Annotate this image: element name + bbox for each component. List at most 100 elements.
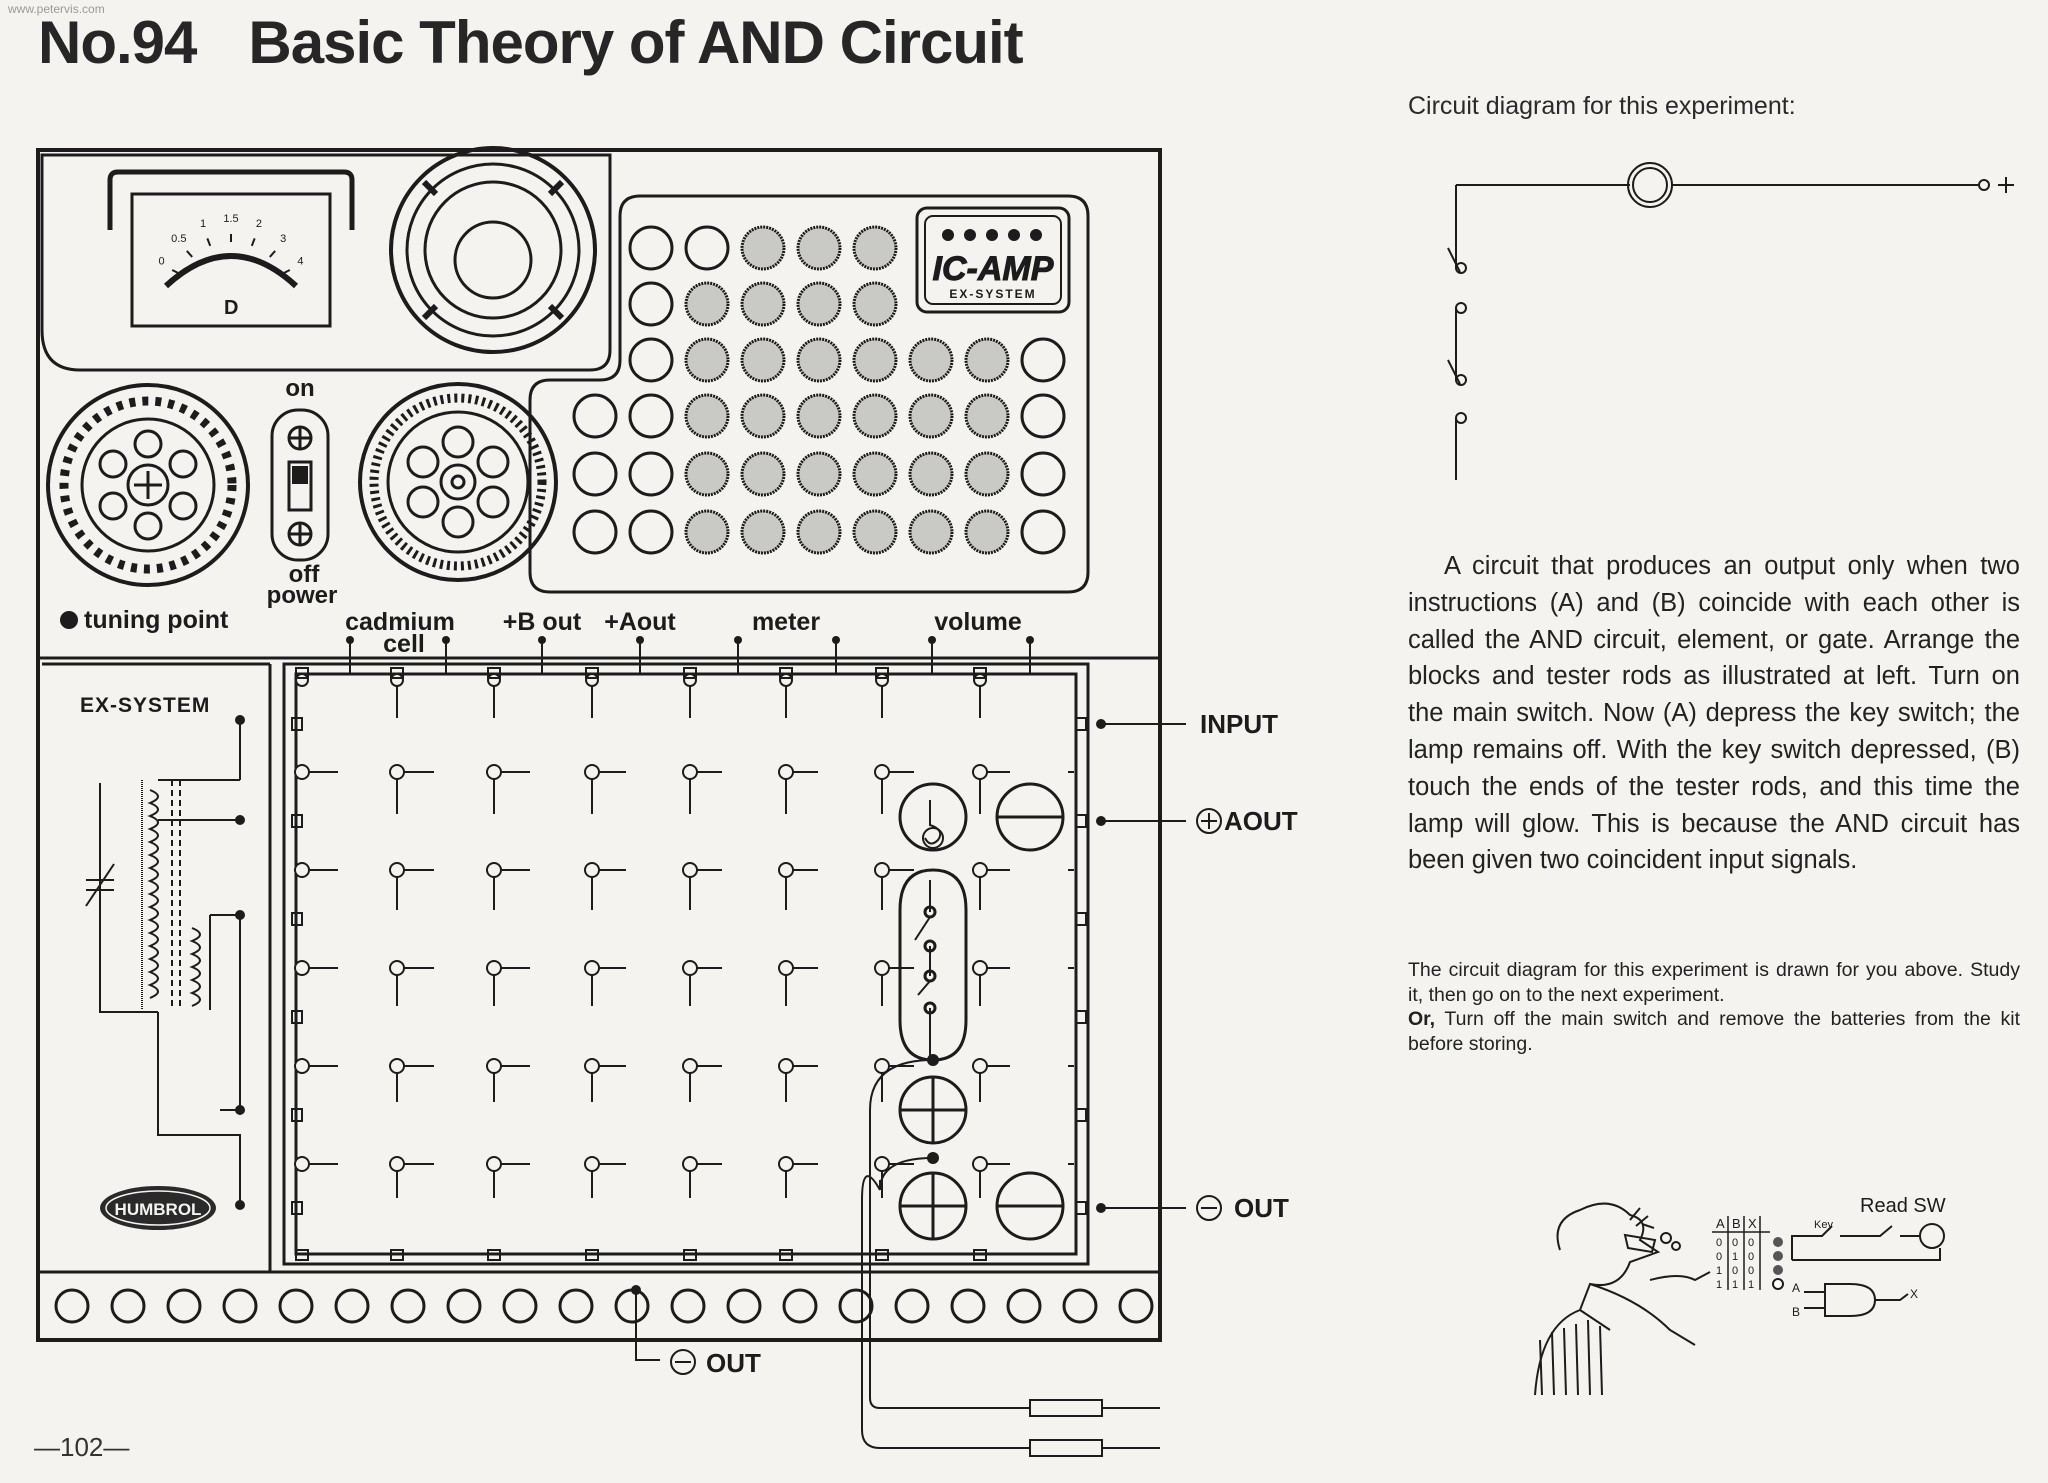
- volume-knob[interactable]: [358, 382, 558, 582]
- breadboard-node: [778, 764, 794, 780]
- bottom-socket: [1062, 1288, 1098, 1324]
- ic-socket: [572, 451, 618, 497]
- breadboard-left-clip: [291, 912, 303, 926]
- breadboard-top-node: [683, 673, 697, 687]
- ex-system-label: EX-SYSTEM: [80, 694, 210, 717]
- breadboard-bottom-clip: [585, 1249, 599, 1261]
- breadboard-top-node: [875, 673, 889, 687]
- tester-rod-1[interactable]: [1029, 1399, 1103, 1417]
- top-panel-outline: [40, 153, 612, 372]
- breadboard-node: [972, 1058, 988, 1074]
- power-switch[interactable]: on off power: [267, 375, 338, 609]
- ic-socket: [628, 509, 674, 555]
- breadboard-bottom-clip: [487, 1249, 501, 1261]
- breadboard-node: [486, 764, 502, 780]
- out-label: OUT: [1234, 1193, 1289, 1223]
- meter-tick: [250, 238, 256, 247]
- speaker: [389, 146, 597, 354]
- plus-symbol: [1196, 808, 1222, 834]
- page-number: —102—: [34, 1432, 130, 1462]
- tester-rod-2[interactable]: [1029, 1439, 1103, 1457]
- breadboard-node: [389, 764, 405, 780]
- explanation-paragraph: A circuit that produces an output only w…: [1408, 548, 2020, 879]
- meter-tick: [206, 238, 212, 247]
- breadboard-node: [389, 862, 405, 878]
- breadboard-left-clip: [291, 814, 303, 828]
- meter-tick: [269, 250, 276, 258]
- bottom-socket: [334, 1288, 370, 1324]
- breadboard-right-clip: [1075, 912, 1087, 926]
- ic-socket: [852, 451, 898, 497]
- ic-socket: [1020, 393, 1066, 439]
- ic-socket: [796, 509, 842, 555]
- svg-text:0: 0: [1748, 1251, 1754, 1263]
- secondary-coil: [189, 927, 201, 1007]
- svg-text:1: 1: [1748, 1279, 1754, 1291]
- breadboard-top-node: [390, 673, 404, 687]
- bottom-socket: [446, 1288, 482, 1324]
- breadboard-right-clip: [1075, 1201, 1087, 1215]
- bottom-socket: [166, 1288, 202, 1324]
- note-or: Or,: [1408, 1008, 1436, 1030]
- power-off-label: off: [289, 561, 321, 588]
- meter-tick: [186, 250, 193, 258]
- breadboard-node: [584, 764, 600, 780]
- meter-scale-label: 3: [280, 233, 286, 245]
- breadboard-node: [972, 1156, 988, 1172]
- key-switch-block: [898, 868, 968, 1062]
- ic-socket: [628, 281, 674, 327]
- terminal-label: cell: [383, 630, 425, 658]
- bottom-socket: [54, 1288, 90, 1324]
- bottom-socket: [614, 1288, 650, 1324]
- read-sw-label: Read SW: [1860, 1195, 1946, 1217]
- meter-tick: [282, 269, 291, 275]
- bottom-socket: [1118, 1288, 1154, 1324]
- lamp-block: [898, 782, 968, 852]
- breadboard-node: [389, 960, 405, 976]
- breadboard-top-clip: [875, 667, 889, 679]
- svg-text:1: 1: [1732, 1279, 1738, 1291]
- ic-socket: [684, 281, 730, 327]
- terminal-label: meter: [752, 608, 820, 636]
- gate-output-x: X: [1910, 1287, 1918, 1301]
- breadboard-node: [294, 1058, 310, 1074]
- tuning-point-dot: [60, 611, 78, 629]
- ic-amp-socket-grid: [572, 225, 1066, 555]
- meter-logo: D: [224, 297, 238, 319]
- terminal-point: [734, 636, 742, 644]
- tuning-dial: [46, 383, 250, 587]
- ic-socket: [1020, 451, 1066, 497]
- breadboard-top-node: [295, 673, 309, 687]
- breadboard-left-clip: [291, 1010, 303, 1024]
- ic-socket: [572, 393, 618, 439]
- experiment-number: No.94: [38, 9, 197, 76]
- bottom-socket: [110, 1288, 146, 1324]
- breadboard-right-clip: [1075, 814, 1087, 828]
- svg-text:1: 1: [1716, 1265, 1722, 1277]
- ic-socket: [740, 337, 786, 383]
- lamp-symbol: [1627, 162, 1673, 208]
- breadboard-node: [972, 764, 988, 780]
- breadboard-bottom-clip: [779, 1249, 793, 1261]
- kit-outer-frame: [36, 148, 1162, 1342]
- diagram-caption: Circuit diagram for this experiment:: [1408, 92, 1796, 120]
- breadboard-node: [874, 862, 890, 878]
- bottom-socket: [726, 1288, 762, 1324]
- ic-socket: [908, 509, 954, 555]
- ic-socket: [964, 393, 1010, 439]
- breadboard-top-node: [487, 673, 501, 687]
- transformer-coil: [147, 789, 159, 999]
- note-line-2: Turn off the main switch and remove the …: [1408, 1008, 2020, 1055]
- breadboard-node: [389, 1156, 405, 1172]
- breadboard-node: [682, 1156, 698, 1172]
- breadboard-node: [486, 1156, 502, 1172]
- experiment-title: Basic Theory of AND Circuit: [248, 9, 1023, 76]
- humbrol-logo: [100, 1186, 216, 1230]
- breadboard-node: [486, 1058, 502, 1074]
- ic-amp-board: IC-AMP EX-SYSTEM: [528, 194, 1090, 594]
- bottom-socket: [1006, 1288, 1042, 1324]
- bottom-socket: [278, 1288, 314, 1324]
- ic-socket: [908, 337, 954, 383]
- watermark: www.petervis.com: [8, 2, 105, 16]
- ic-socket: [572, 509, 618, 555]
